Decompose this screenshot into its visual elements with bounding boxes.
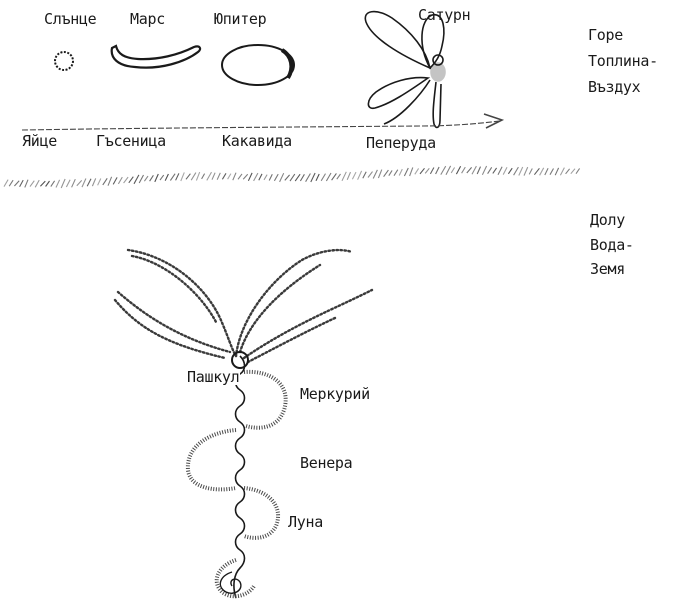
divider-hatching <box>4 166 580 188</box>
saturn-butterfly-shape <box>365 12 445 128</box>
label-mars: Марс <box>130 12 165 27</box>
lower-wings <box>115 250 372 362</box>
label-egg: Яйце <box>22 134 57 149</box>
bottom-swirl <box>220 572 241 593</box>
label-moon: Луна <box>288 515 323 530</box>
development-arrow <box>22 121 500 130</box>
label-jupiter: Юпитер <box>214 12 266 27</box>
label-sun: Слънце <box>44 12 96 27</box>
label-cocoon: Какавида <box>222 134 292 149</box>
label-mercury: Меркурий <box>300 387 370 402</box>
upper-realm-line-3: Въздух <box>588 80 640 95</box>
label-saturn: Сатурн <box>418 8 470 23</box>
label-venus: Венера <box>300 456 352 471</box>
lower-realm-line-1: Долу <box>590 213 625 228</box>
sun-shape <box>55 52 73 70</box>
upper-realm-line-2: Топлина- <box>588 54 658 69</box>
lower-realm-line-2: Вода- <box>590 238 634 253</box>
lower-realm-line-3: Земя <box>590 262 625 277</box>
mars-caterpillar-shape <box>112 46 200 68</box>
upper-realm-line-1: Горе <box>588 28 623 43</box>
label-cocoon-lower: Пашкул <box>186 370 240 385</box>
label-caterpillar: Гъсеница <box>96 134 166 149</box>
label-butterfly: Пеперуда <box>366 136 436 151</box>
